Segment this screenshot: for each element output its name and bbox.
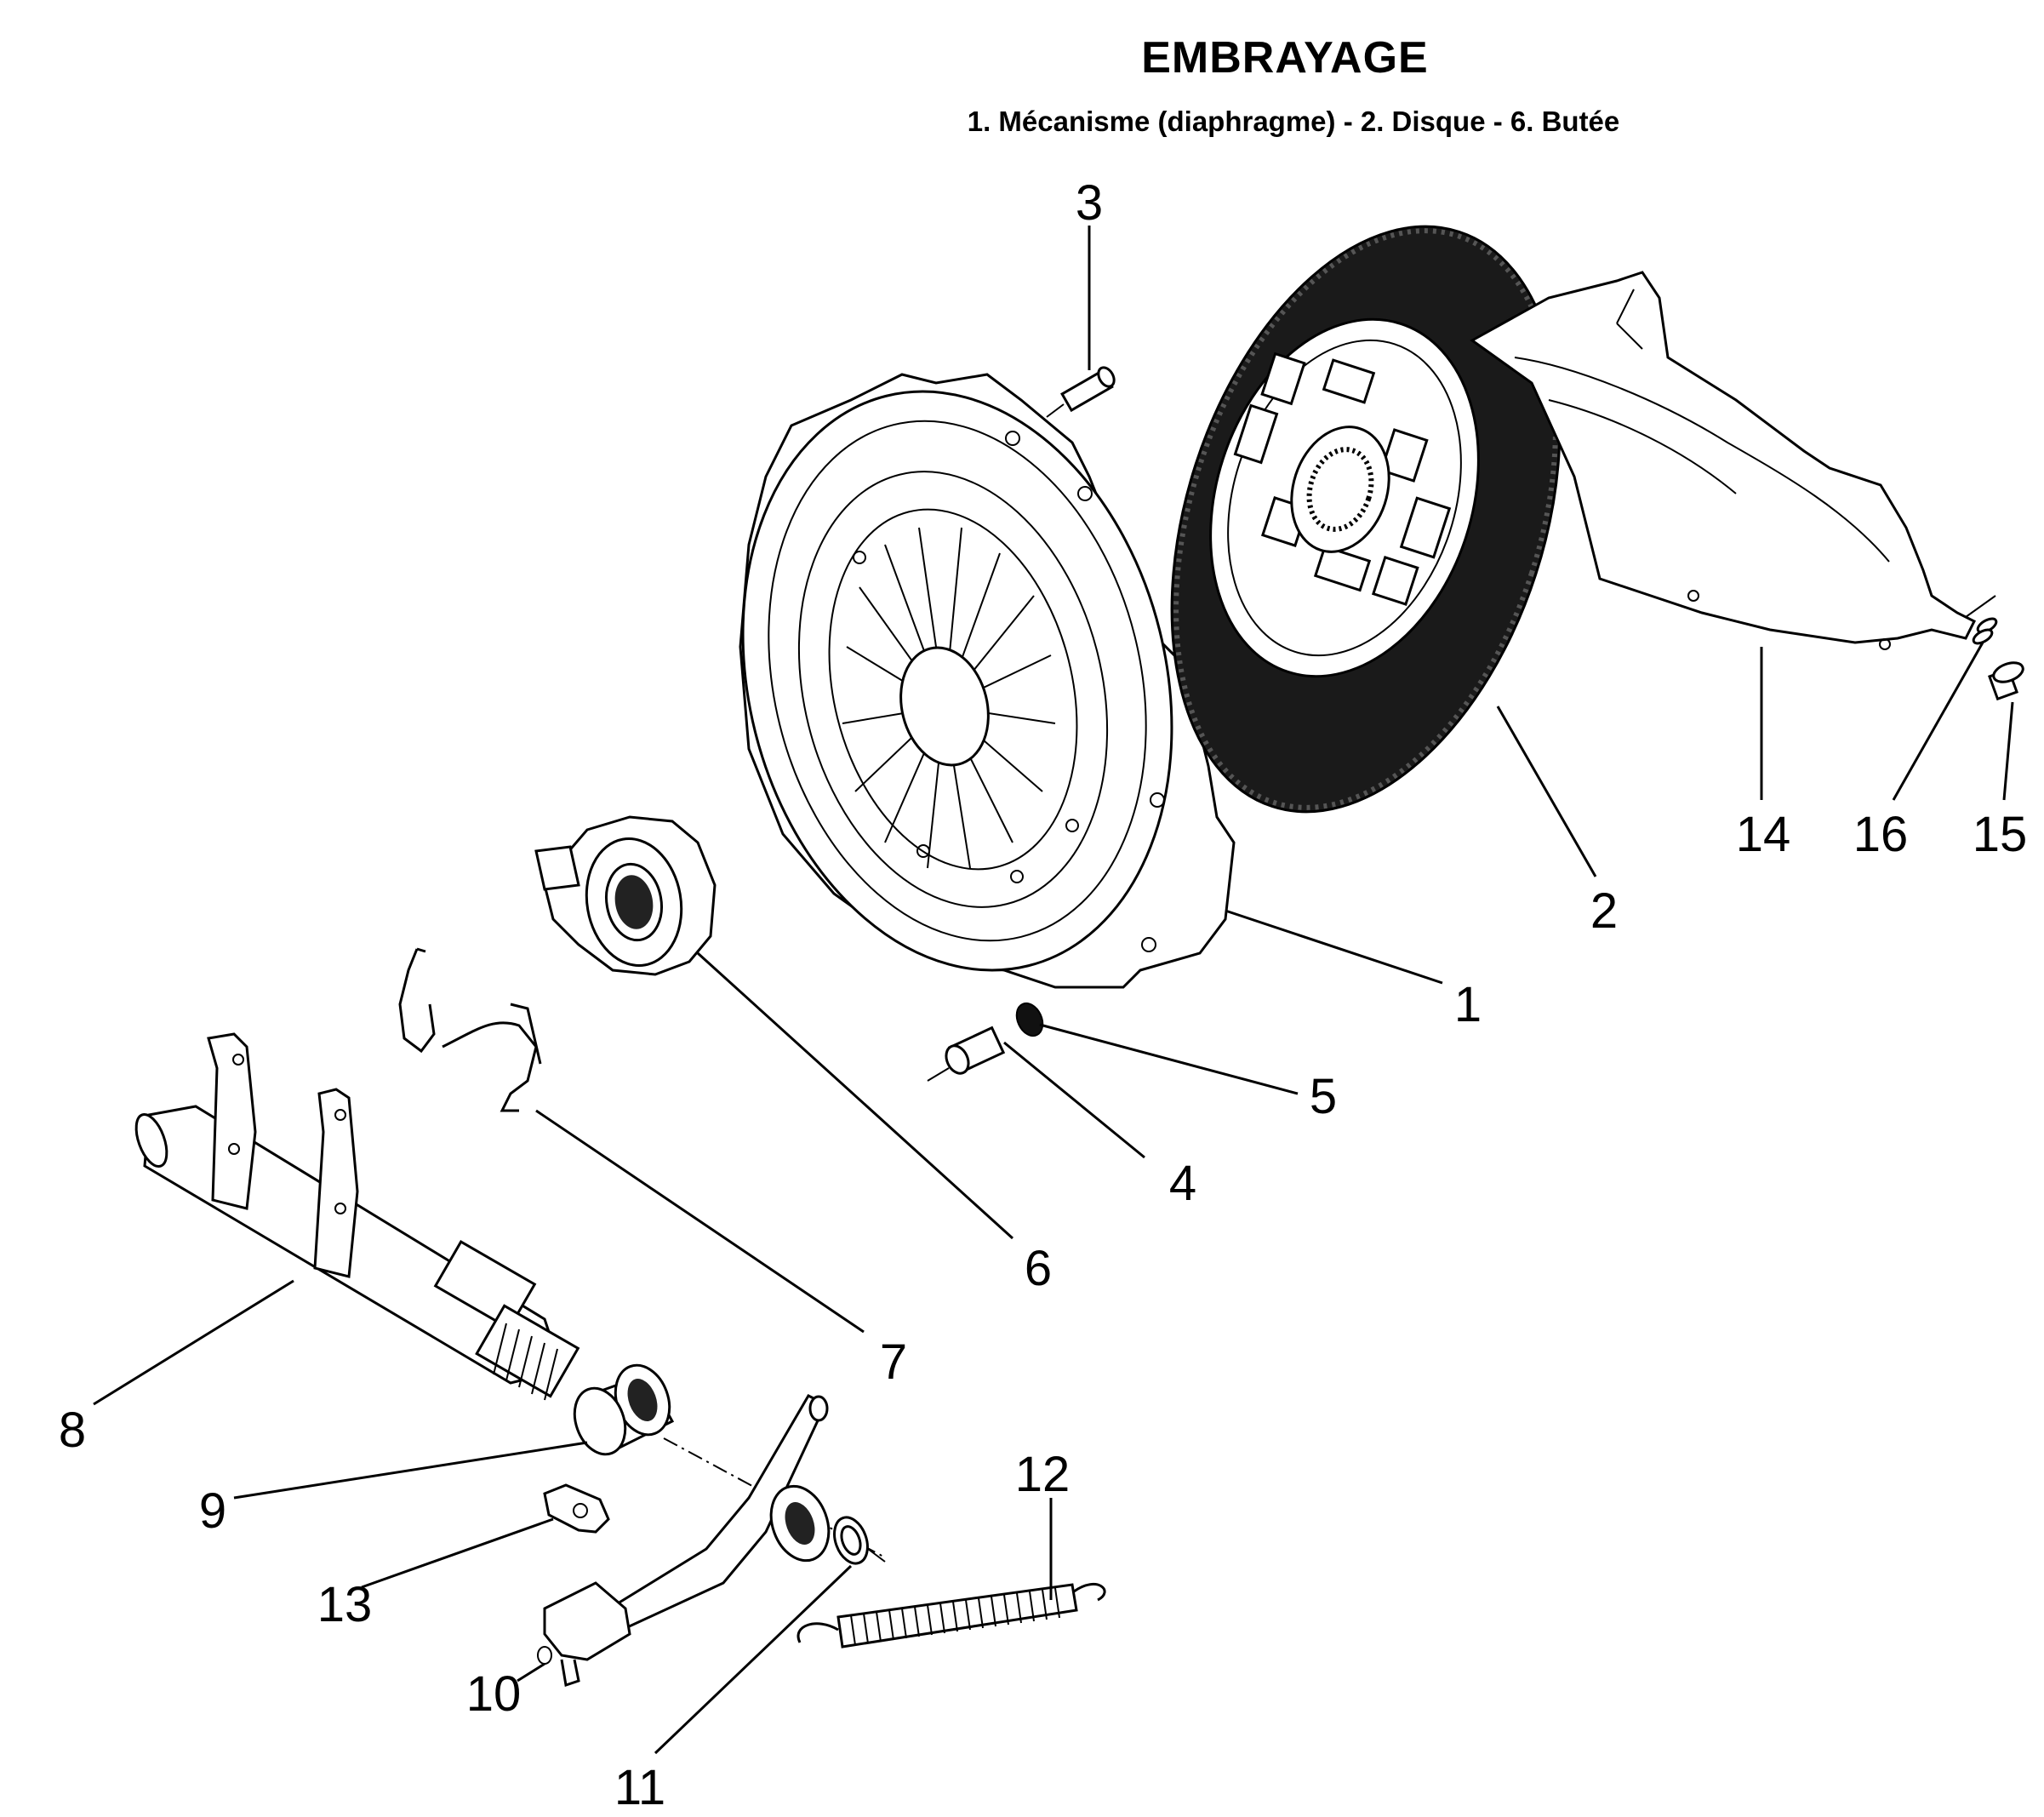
callout-10: 10 [466,1666,522,1722]
leader-4 [1003,1041,1145,1159]
part-6-release-bearing [534,815,717,976]
callout-2: 2 [1590,883,1618,939]
part-12-return-spring [796,1582,1106,1648]
leader-lines [93,226,2014,1755]
callout-11: 11 [614,1760,665,1815]
part-4-bolt [927,1026,1006,1082]
part-15-bolt [1988,661,2024,701]
part-9-bush [573,1363,675,1456]
leader-9 [233,1441,588,1500]
callout-9: 9 [199,1483,226,1539]
part-5-washer [1015,1002,1044,1037]
part-11-circlip [833,1516,886,1565]
leader-16 [1892,642,1984,801]
callout-8: 8 [59,1403,86,1458]
leader-13 [361,1517,554,1589]
callout-14: 14 [1736,807,1791,862]
leader-1 [1225,909,1443,985]
part-1-pressure-plate [739,373,1236,989]
callout-4: 4 [1169,1156,1196,1211]
callout-1: 1 [1454,977,1482,1032]
leader-8 [93,1279,294,1406]
part-3-dowel-pin [1046,366,1116,418]
part-8-fork-shaft [134,1032,580,1401]
leader-2 [1496,706,1597,877]
part-14-housing-cover [1470,271,1996,650]
callout-13: 13 [317,1577,373,1632]
callout-12: 12 [1015,1447,1071,1502]
callout-16: 16 [1853,807,1909,862]
callout-6: 6 [1025,1241,1052,1296]
leader-10 [517,1662,545,1683]
leader-7 [535,1109,865,1334]
diagram-title: EMBRAYAGE [1141,33,1429,83]
callout-numbers: 3 1 2 14 16 15 5 4 6 7 8 9 13 10 11 12 [59,175,2027,1815]
leader-5 [1039,1023,1299,1095]
leader-6 [696,951,1014,1240]
part-16-washer [1972,617,1998,645]
callout-15: 15 [1973,807,2028,862]
callout-3: 3 [1076,175,1103,231]
part-10-release-lever [537,1394,831,1687]
part-2-clutch-disc [1170,225,1562,814]
diagram-subtitle: 1. Mécanisme (diaphragme) - 2. Disque - … [967,106,1620,137]
callout-7: 7 [880,1334,907,1390]
leader-15 [2002,701,2014,801]
callout-5: 5 [1310,1069,1337,1124]
part-13-plate [543,1483,610,1534]
leader-11 [654,1564,853,1755]
part-7-spring-clip [398,947,542,1112]
